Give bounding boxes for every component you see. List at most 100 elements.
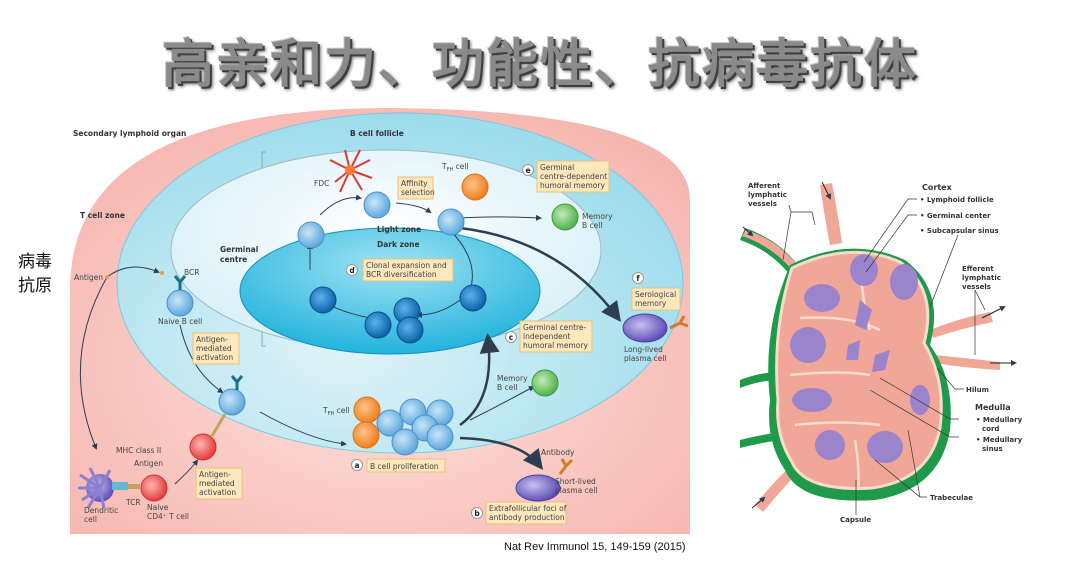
step-markers: a b c d e f — [346, 164, 644, 519]
label-naive-cd4: Naive CD4⁺ T cell — [147, 503, 189, 521]
proliferating-b-cell — [426, 423, 454, 451]
label-tfh-top: TFH cell — [441, 162, 469, 173]
naive-b-cell — [166, 289, 194, 317]
label-tcr: TCR — [125, 498, 141, 507]
dark-zone-b-cell — [459, 284, 487, 312]
dark-zone-b-cell — [364, 311, 392, 339]
bcr-receptor-icon — [230, 375, 244, 390]
cell-labels: Antigen BCR Naive B cell FDC TFH cell TF… — [74, 162, 667, 524]
label-efferent-vessels: Efferent lymphatic vessels — [962, 265, 1003, 291]
label-lymphoid-follicle: • Lymphoid follicle — [920, 196, 994, 204]
label-mhc-class-ii: MHC class II — [116, 446, 161, 455]
label-long-lived-plasma: Long-lived plasma cell — [624, 345, 667, 363]
label-afferent-vessels: Afferent lymphatic vessels — [748, 182, 789, 208]
label-trabeculae: Trabeculae — [930, 494, 973, 502]
proliferating-b-cell — [391, 428, 419, 456]
label-fdc: FDC — [314, 179, 329, 188]
tfh-cell — [353, 396, 381, 424]
efferent-vessels — [930, 312, 1000, 370]
label-bcr: BCR — [184, 268, 199, 277]
label-b-cell-follicle: B cell follicle — [350, 129, 404, 138]
side-label-line: 抗原 — [18, 276, 52, 296]
label-hilum: Hilum — [966, 386, 989, 394]
slide-title: 高亲和力、功能性、抗病毒抗体 — [161, 35, 918, 95]
light-zone-b-cell — [363, 191, 391, 219]
label-t-cell-zone: T cell zone — [80, 211, 125, 220]
follicular-dendritic-cell — [329, 149, 373, 193]
label-dark-zone: Dark zone — [377, 240, 420, 249]
step-marker-b: b — [471, 507, 483, 519]
lymph-node-labels: Afferent lymphatic vessels Cortex • Lymp… — [748, 182, 1025, 524]
label-cortex: Cortex — [922, 183, 953, 192]
dendritic-cell — [78, 467, 140, 509]
label-antigen: Antigen — [74, 273, 103, 282]
label-medulla: Medulla — [975, 403, 1011, 412]
side-label-line: 病毒 — [18, 252, 52, 272]
lymph-flow-arrows — [742, 181, 1017, 509]
svg-text:B cell proliferation: B cell proliferation — [370, 462, 439, 471]
trabeculae-lines — [789, 261, 881, 491]
label-germinal-centre: Germinal centre — [220, 245, 261, 264]
antibody-icon — [669, 315, 689, 330]
tfh-cell-top — [461, 173, 489, 201]
naive-cd4-t-cell — [140, 474, 168, 502]
label-germinal-center: • Germinal center — [920, 212, 991, 220]
flow-arrows — [79, 194, 542, 485]
virus-antigen-label: 病毒 抗原 — [18, 250, 52, 298]
label-naive-b-cell: Naive B cell — [158, 317, 202, 326]
leader-lines — [782, 198, 986, 515]
proliferating-b-cell — [376, 409, 404, 437]
box-b-cell-proliferation: B cell proliferation — [366, 458, 446, 473]
dark-zone-b-cell — [309, 286, 337, 314]
light-zone-b-cell — [297, 221, 325, 249]
memory-b-cell-middle — [531, 369, 559, 397]
antigen-dot — [105, 275, 109, 279]
label-medullary-cord: • Medullary cord — [976, 416, 1025, 433]
tcr-mhc-link-icon — [210, 413, 227, 437]
antibody-icon — [558, 458, 574, 475]
dark-zone-region — [239, 227, 541, 355]
svg-text:b: b — [474, 509, 480, 518]
label-light-zone: Light zone — [377, 225, 421, 234]
step-marker-d: d — [346, 264, 358, 276]
label-antibody: Antibody — [541, 448, 575, 457]
label-medullary-sinus: • Medullary sinus — [976, 436, 1025, 453]
label-antigen-dc: Antigen — [134, 459, 163, 468]
cells — [78, 149, 689, 509]
lymphoid-follicles — [790, 254, 930, 463]
label-subcapsular-sinus: • Subcapsular sinus — [920, 227, 999, 235]
svg-text:e: e — [525, 166, 530, 175]
label-memory-b-cell-top: Memory B cell — [582, 212, 615, 230]
lymph-node-figure: Afferent lymphatic vessels Cortex • Lymp… — [740, 181, 1025, 524]
tfh-cell — [352, 421, 380, 449]
step-marker-c: c — [505, 331, 517, 343]
memory-b-cell-top — [551, 203, 579, 231]
svg-text:a: a — [354, 461, 359, 470]
step-marker-a: a — [351, 459, 363, 471]
dark-zone-b-cell — [396, 316, 424, 344]
activated-b-cell — [218, 388, 246, 416]
label-memory-b-cell-mid: Memory B cell — [497, 374, 530, 392]
citation: Nat Rev Immunol 15, 149-159 (2015) — [504, 541, 686, 553]
short-lived-plasma-cell — [515, 474, 561, 502]
thick-flow-arrows — [459, 226, 621, 470]
label-tfh-bottom: TFH cell — [322, 406, 350, 417]
